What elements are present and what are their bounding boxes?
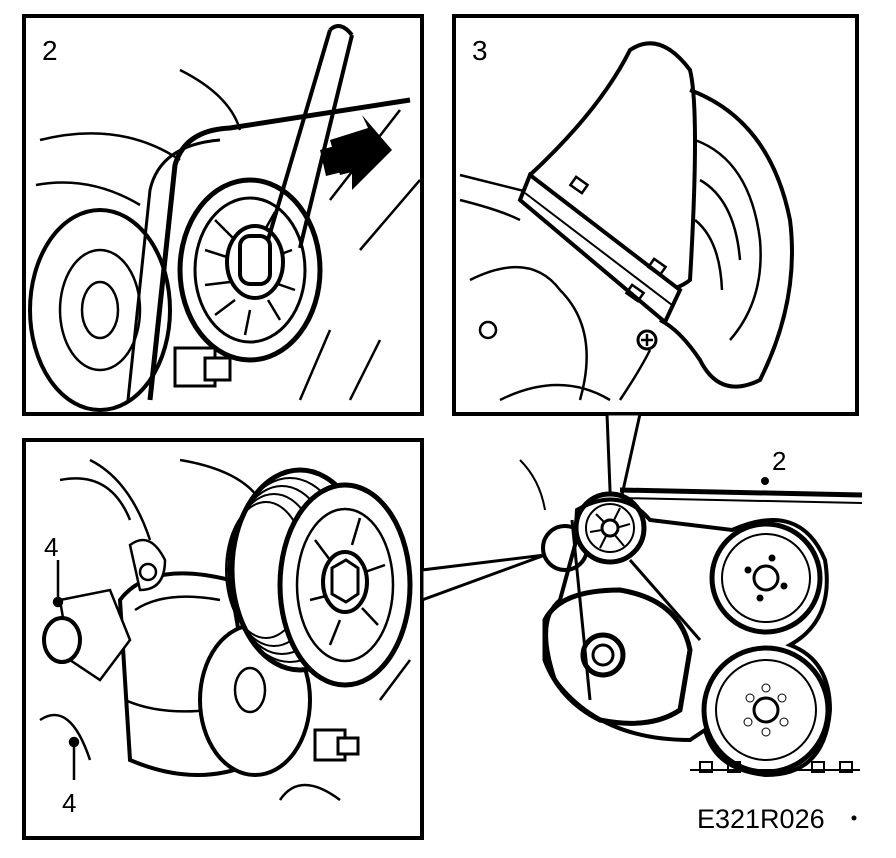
callout-pointer (420, 553, 546, 603)
arrow-icon (320, 115, 392, 190)
reference-dot (851, 815, 857, 821)
panel-alternator: 4 4 (22, 438, 424, 840)
panel-label: 2 (42, 35, 58, 66)
reference-code: E321R026 (697, 804, 825, 834)
panel-label: 3 (472, 35, 488, 66)
callout-label: 4 (44, 532, 58, 562)
callout-label: 2 (772, 446, 786, 476)
panel-belt-guard: 3 (452, 14, 859, 416)
callout-leader (52, 560, 80, 780)
panel-tensioner-release: 2 (22, 14, 424, 416)
belt-overview (519, 459, 863, 778)
callout-label: 4 (62, 788, 76, 818)
